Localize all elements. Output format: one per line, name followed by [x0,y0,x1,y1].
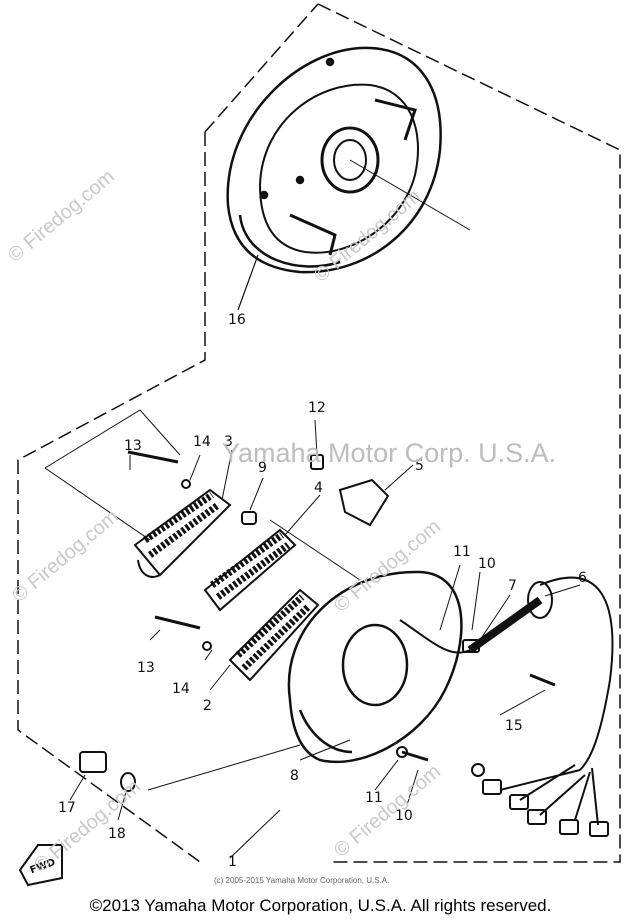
small-hardware [79,450,556,792]
spacer-9 [241,511,257,525]
callout-7: 7 [508,578,517,594]
screw-15 [529,673,556,687]
callout-10-lower: 10 [395,808,413,824]
callout-10-upper: 10 [478,556,496,572]
stator-base-plate [287,570,463,764]
dashed-outline [17,3,621,863]
callout-13-upper: 13 [124,438,142,454]
screw-13-upper [127,450,179,464]
leader-lines [69,419,581,859]
callout-5: 5 [415,458,424,474]
callout-9: 9 [258,460,267,476]
assembly-outline [44,409,361,791]
grommet [527,581,553,619]
callout-15: 15 [505,718,523,734]
coil-2 [228,588,320,682]
callout-17: 17 [58,800,76,816]
washer-18 [120,772,136,792]
screw-12 [310,454,324,470]
callout-14-lower: 14 [172,681,190,697]
bolt-17 [79,751,107,773]
washer-14-lower [202,641,212,651]
washer-14-upper [181,479,191,489]
pickup-coil-5 [338,478,390,527]
callout-12: 12 [308,400,326,416]
callout-13-lower: 13 [137,660,155,676]
coil-4 [203,528,297,612]
wire-harness [399,576,614,837]
callout-11-upper: 11 [453,544,471,560]
callout-14-upper: 14 [193,434,211,450]
coil-3 [133,488,232,578]
callout-numbers: 16 13 14 3 12 9 4 5 11 10 7 6 13 14 2 15… [58,312,587,870]
screw-13-lower [154,615,201,630]
leader-line [237,254,259,311]
callout-2: 2 [203,698,212,714]
flywheel-rotor [226,46,442,274]
callout-16: 16 [228,312,246,328]
callout-4: 4 [314,480,323,496]
footer-copyright: ©2013 Yamaha Motor Corporation, U.S.A. A… [89,896,552,915]
fwd-label: FWD [29,857,57,876]
clamp-7 [462,639,480,653]
washer-11-lower [396,746,408,758]
callout-8: 8 [290,768,299,784]
callout-6: 6 [578,570,587,586]
leader-line [349,159,471,231]
fwd-arrow-icon: FWD [18,844,63,887]
callout-11-lower: 11 [365,790,383,806]
diagram-copyright: (c) 2005-2015 Yamaha Motor Corporation, … [214,876,390,885]
callout-3: 3 [224,434,233,450]
callout-1: 1 [228,854,237,870]
callout-18: 18 [108,826,126,842]
